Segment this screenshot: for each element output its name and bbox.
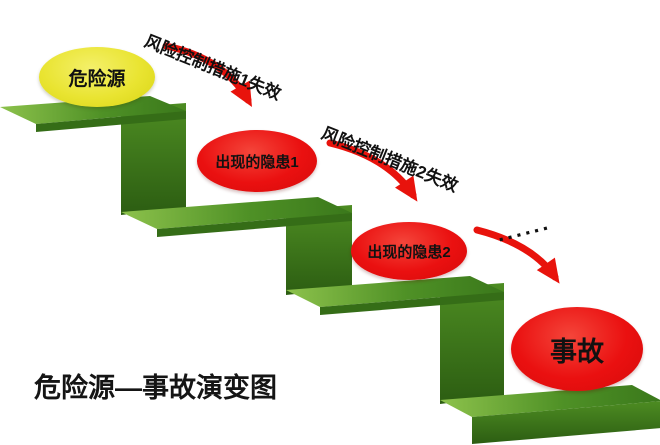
accident-label: 事故 <box>550 336 604 367</box>
arrow-2 <box>326 139 418 202</box>
diagram-caption: 危险源—事故演变图 <box>34 373 277 403</box>
arrow-3 <box>473 226 560 284</box>
accident-node: 事故 <box>511 307 643 391</box>
step-1-front-edge <box>36 111 186 132</box>
step-2-front-edge <box>157 213 352 237</box>
step-1-riser <box>121 103 186 215</box>
hidden-danger-2-node: 出现的隐患2 <box>351 222 467 280</box>
hidden-danger-1-node: 出现的隐患1 <box>197 130 317 192</box>
step-3-riser <box>440 283 504 404</box>
step-3-front-edge <box>320 292 504 315</box>
hidden-danger-1-label: 出现的隐患1 <box>215 153 299 171</box>
step-2-riser <box>286 205 352 295</box>
step-1-top <box>0 96 186 124</box>
arrow-1 <box>162 42 252 107</box>
step-2-top <box>121 197 352 229</box>
step-3-top <box>286 276 504 307</box>
step-4-top <box>440 385 660 417</box>
hazard-label: 危险源 <box>68 68 126 90</box>
hidden-danger-2-label: 出现的隐患2 <box>367 243 451 261</box>
step-4-front <box>472 401 660 444</box>
hazard-node: 危险源 <box>39 47 155 107</box>
